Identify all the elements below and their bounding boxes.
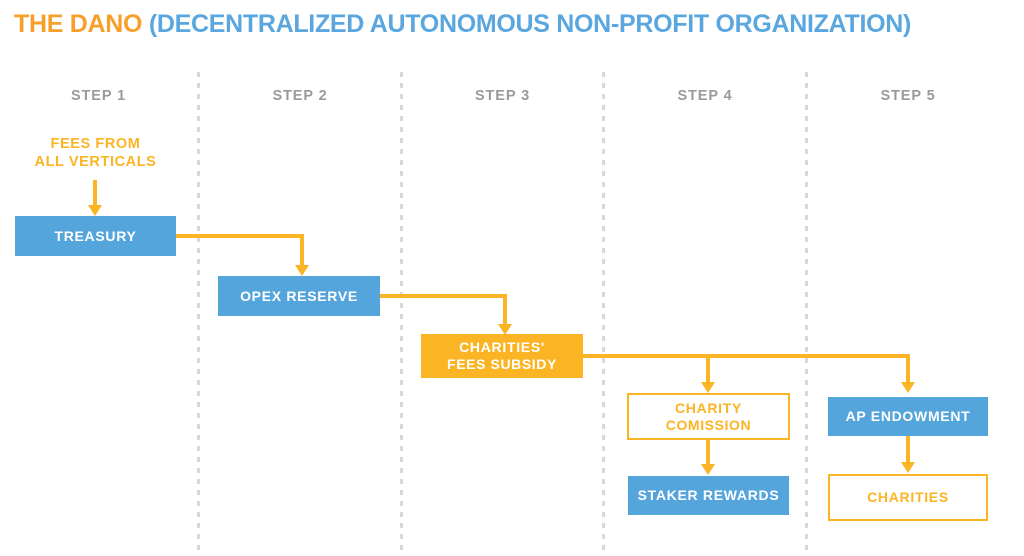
node-staker-rewards-label: STAKER REWARDS	[637, 487, 780, 504]
node-charity-comission-label-line1: CHARITY	[674, 399, 743, 416]
node-charity-comission[interactable]: CHARITY COMISSION	[627, 393, 790, 440]
step-header-2: STEP 2	[272, 88, 328, 104]
connector-endowment-to-charities-vertical	[906, 436, 910, 463]
node-charities-fees-subsidy[interactable]: CHARITIES' FEES SUBSIDY	[421, 334, 583, 378]
page-title: THE DANO (DECENTRALIZED AUTONOMOUS NON-P…	[14, 9, 911, 39]
node-opex-reserve-label: OPEX RESERVE	[240, 287, 358, 304]
node-charity-comission-label-line2: COMISSION	[665, 416, 752, 433]
connector-treasury-to-opex-horizontal	[176, 234, 304, 238]
title-orange-part: THE DANO	[14, 10, 149, 38]
connector-opex-to-subsidy-vertical	[503, 294, 507, 325]
connector-subsidy-to-charity-comission-arrowhead	[700, 382, 715, 393]
column-separator-3	[602, 72, 605, 556]
node-charities[interactable]: CHARITIES	[828, 474, 988, 521]
column-separator-2	[400, 72, 403, 556]
connector-subsidy-branch-horizontal	[583, 354, 910, 358]
node-treasury[interactable]: TREASURY	[15, 216, 176, 256]
node-charities-fees-subsidy-label-line1: CHARITIES'	[459, 339, 545, 356]
connector-comission-to-staker-arrowhead	[700, 464, 715, 475]
node-treasury-label: TREASURY	[54, 227, 137, 244]
connector-comission-to-staker-vertical	[706, 440, 710, 465]
step-header-1: STEP 1	[70, 88, 127, 104]
connector-endowment-to-charities-arrowhead	[900, 462, 915, 473]
step-header-3: STEP 3	[474, 88, 531, 104]
connector-fees-to-treasury-arrowhead	[88, 205, 102, 216]
column-separator-1	[197, 72, 200, 556]
connector-treasury-to-opex-arrowhead	[294, 265, 309, 276]
connector-opex-to-subsidy-arrowhead	[497, 324, 512, 335]
caption-fees-from-all-verticals: FEES FROM ALL VERTICALS	[15, 135, 176, 171]
node-charities-fees-subsidy-label-line2: FEES SUBSIDY	[447, 356, 557, 372]
node-staker-rewards[interactable]: STAKER REWARDS	[628, 476, 789, 515]
node-ap-endowment[interactable]: AP ENDOWMENT	[828, 397, 988, 436]
connector-opex-to-subsidy-horizontal	[380, 294, 507, 298]
connector-subsidy-to-ap-endowment-vertical	[906, 354, 910, 383]
node-ap-endowment-label: AP ENDOWMENT	[845, 408, 971, 425]
caption-line-1: FEES FROM	[50, 136, 141, 152]
step-header-5: STEP 5	[880, 88, 936, 104]
node-charities-label: CHARITIES	[867, 489, 949, 506]
connector-fees-to-treasury-stem	[93, 180, 97, 206]
node-opex-reserve[interactable]: OPEX RESERVE	[218, 276, 380, 316]
title-blue-part: (DECENTRALIZED AUTONOMOUS NON-PROFIT ORG…	[148, 10, 912, 38]
step-header-4: STEP 4	[677, 88, 733, 104]
connector-subsidy-to-ap-endowment-arrowhead	[900, 382, 915, 393]
column-separator-4	[805, 72, 808, 556]
caption-line-2: ALL VERTICALS	[34, 154, 157, 170]
connector-subsidy-to-charity-comission-vertical	[706, 354, 710, 383]
connector-treasury-to-opex-vertical	[300, 234, 304, 266]
